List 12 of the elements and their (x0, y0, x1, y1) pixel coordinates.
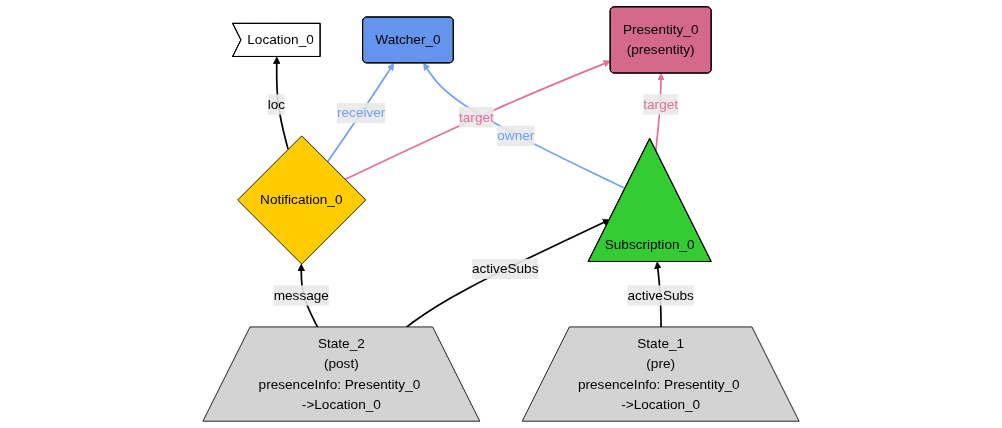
edge-label: message (273, 287, 329, 303)
edge-label: receiver (337, 105, 386, 120)
arrow (326, 62, 395, 163)
edge-label: loc (267, 96, 286, 112)
edge-label: target (459, 109, 494, 125)
arrow (273, 56, 289, 150)
node-diamond: Notification_0 (237, 135, 367, 265)
edge-label: owner (497, 128, 535, 143)
edge-label: activeSubs (471, 261, 539, 276)
arrow (343, 60, 611, 181)
edge-label: target (643, 96, 679, 112)
edge-label: activeSubs (627, 287, 694, 303)
